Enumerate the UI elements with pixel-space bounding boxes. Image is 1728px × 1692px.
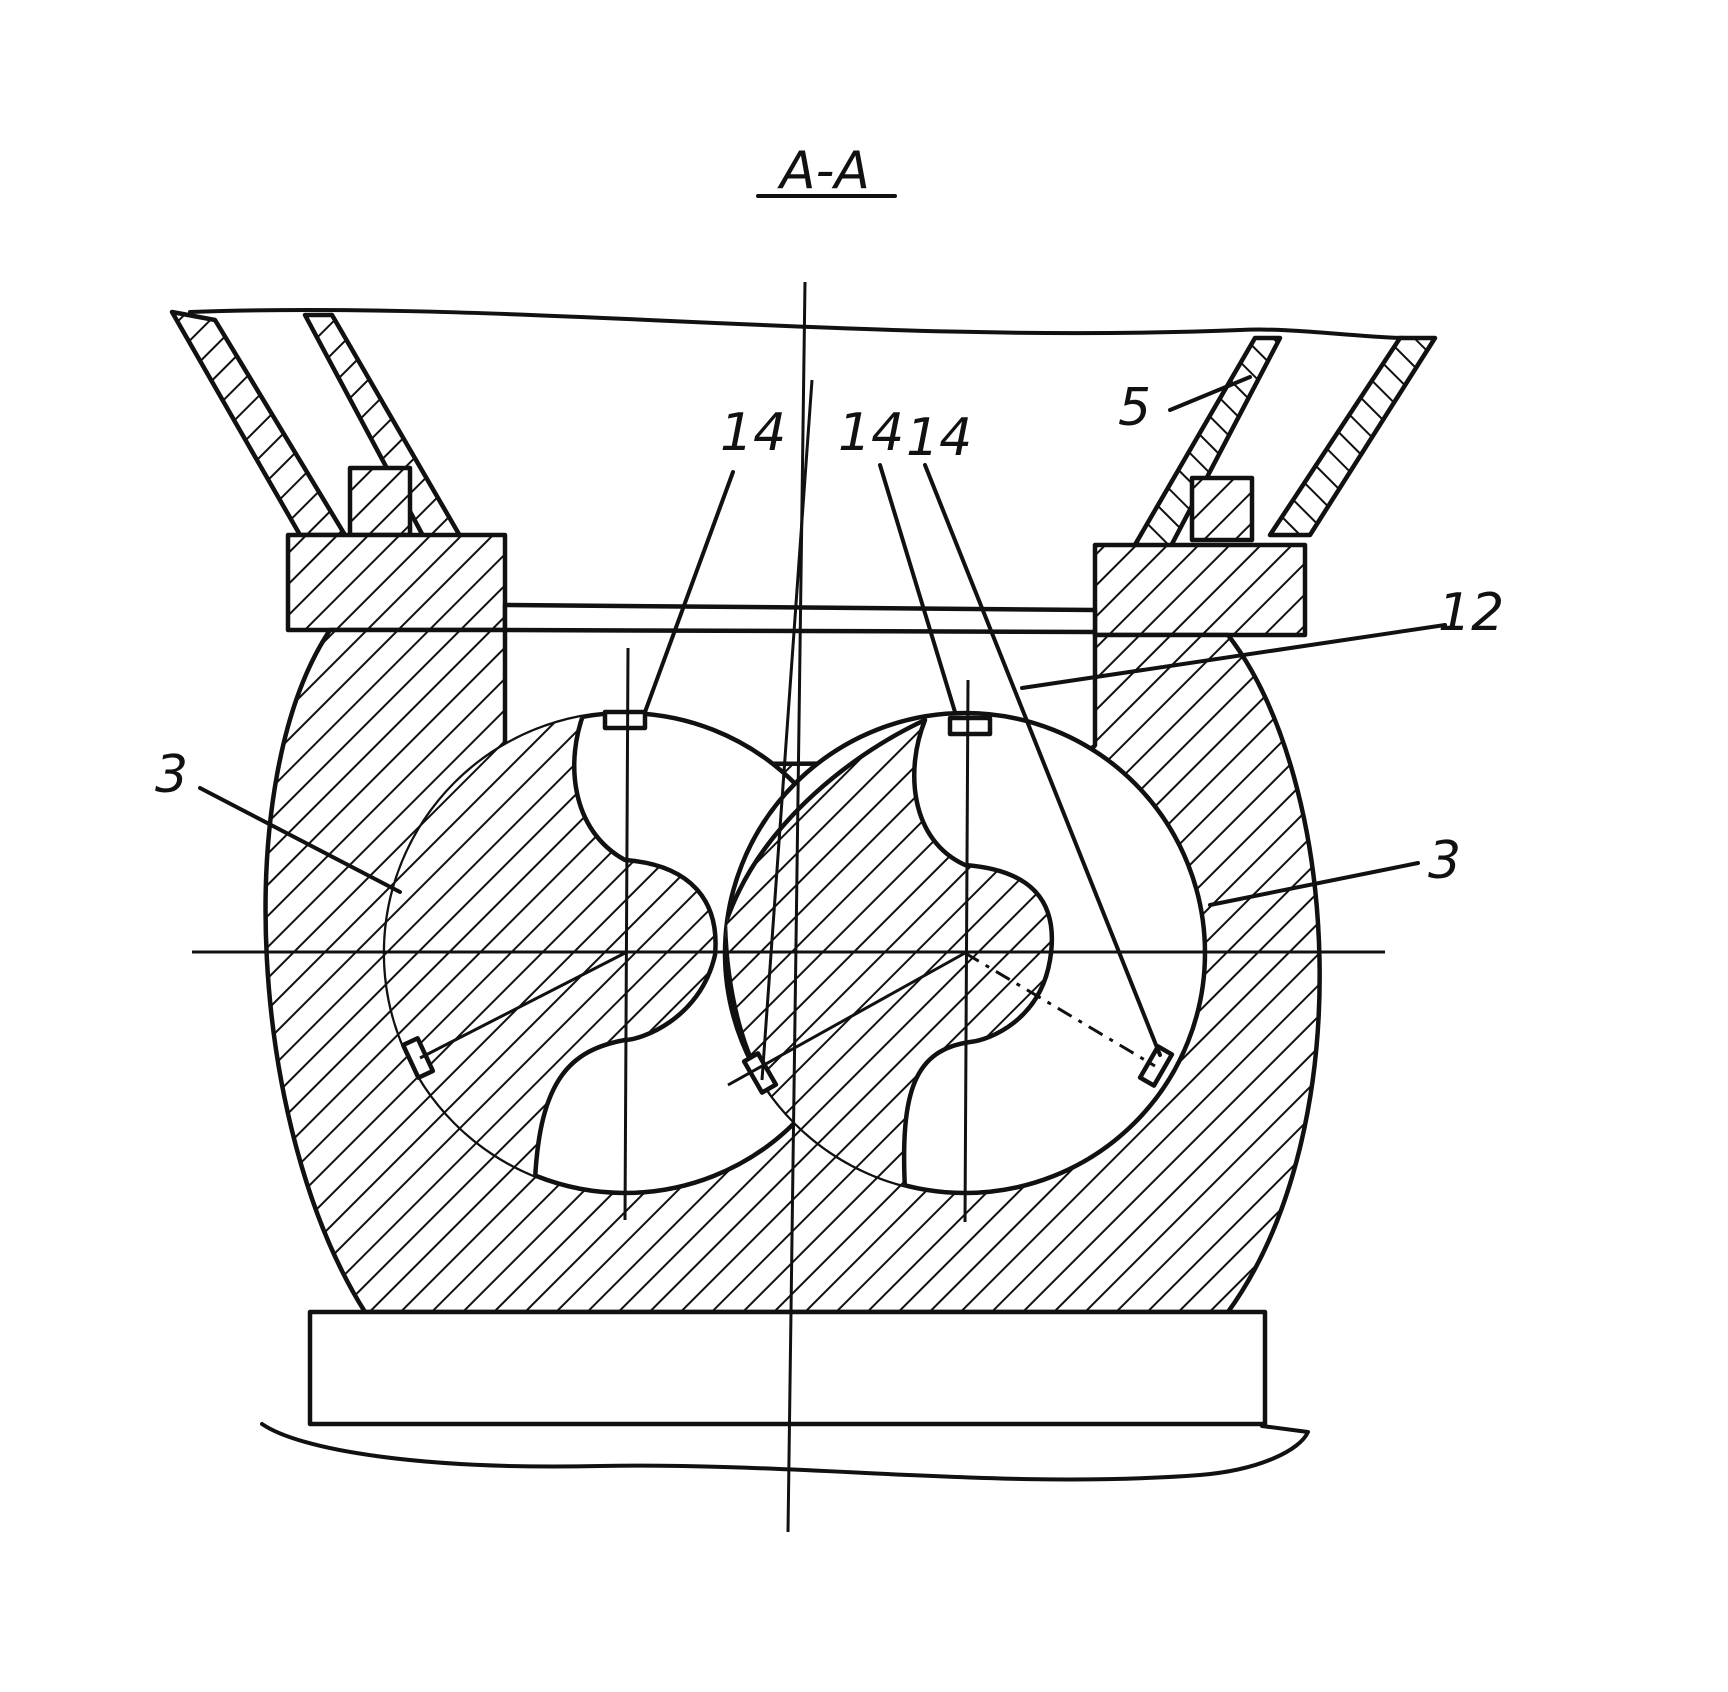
tip-right-bottom	[1137, 1044, 1175, 1088]
rotor-left-tip-axis	[419, 951, 626, 1060]
plate-left-block	[285, 532, 508, 633]
leader-3-right	[1208, 861, 1420, 907]
tip-right-top	[947, 715, 993, 737]
label-3-right: 3	[1428, 831, 1461, 891]
leader-12	[1020, 623, 1447, 690]
section-title: A-A	[756, 141, 897, 201]
plate-right-block	[1092, 542, 1308, 638]
section-title-text: A-A	[777, 141, 870, 201]
leader-3-left	[198, 786, 402, 894]
bolt-block-left	[347, 465, 413, 538]
leader-lines	[198, 375, 1447, 1057]
base-block	[307, 1309, 1268, 1427]
label-14-b: 14	[838, 403, 904, 463]
vertical-axis-line	[786, 281, 807, 1533]
label-5: 5	[1118, 378, 1151, 438]
tip-left-top	[602, 709, 648, 731]
leader-14-b	[878, 463, 957, 714]
base-break-line	[260, 1422, 1310, 1482]
rotor-right-vertical-axis	[963, 679, 970, 1223]
leader-5	[1168, 375, 1252, 412]
center-lines	[192, 281, 1385, 1533]
rotor-left-vertical-axis	[623, 647, 630, 1221]
tip-line-mid	[760, 379, 814, 1081]
rotor-right-tip-axis	[727, 951, 966, 1087]
rotor-tips	[400, 709, 1175, 1095]
base	[260, 1309, 1310, 1482]
label-12: 12	[1438, 583, 1504, 643]
bolt-block-right	[1189, 475, 1255, 543]
leader-14-c	[923, 463, 1162, 1057]
label-3-left: 3	[155, 745, 188, 805]
leader-14-a	[643, 470, 735, 714]
rotor-right-dashdot-axis	[964, 951, 1156, 1068]
labels: 5 12 3 3 14 14 14	[155, 378, 1504, 891]
hopper	[169, 307, 1438, 608]
hopper-outer-wall-right	[1267, 335, 1438, 538]
tip-mid-bottom	[741, 1051, 779, 1095]
label-14-c: 14	[906, 408, 972, 468]
label-14-a: 14	[720, 403, 786, 463]
hopper-top-break-line	[188, 307, 1432, 341]
